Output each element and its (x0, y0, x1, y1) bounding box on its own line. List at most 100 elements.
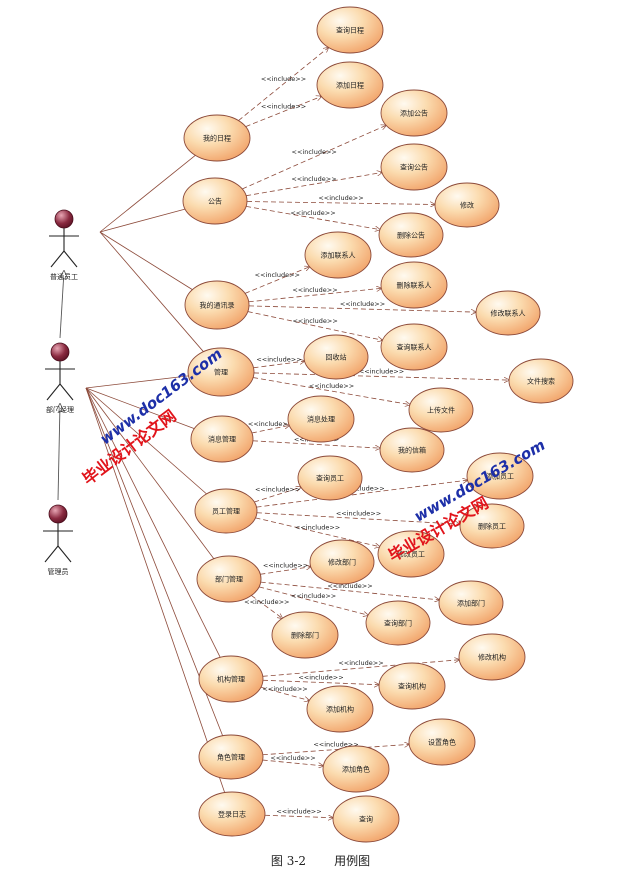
actor-leg-right (63, 250, 78, 268)
use-case-label: 设置角色 (428, 738, 456, 747)
use-case-ellipse (438, 580, 504, 626)
actor-label: 普通员工 (50, 272, 78, 281)
use-case-org_mgmt: 机构管理 (198, 655, 264, 703)
use-case-label: 文件搜索 (527, 377, 555, 386)
include-label: <<include>> (339, 485, 384, 493)
include-label: <<include>> (270, 754, 315, 762)
use-case-ellipse (287, 395, 355, 443)
use-case-add_schedule: 添加日程 (316, 61, 384, 109)
use-case-ellipse (380, 261, 448, 309)
include-label: <<include>> (292, 317, 337, 325)
use-case-ellipse (316, 6, 384, 54)
use-case-my_messages: 我的信箱 (379, 427, 445, 473)
use-case-label: 部门管理 (215, 575, 243, 584)
include-label: <<include>> (255, 271, 300, 279)
association-dept_manager-msg_mgmt (85, 387, 195, 429)
include-label: <<include>> (336, 509, 381, 517)
include-file_mgmt-recycle_bin (253, 361, 304, 369)
include-label: <<include>> (244, 598, 289, 606)
actor-admin: 管理员 (43, 504, 73, 576)
use-case-set_role: 设置角色 (408, 718, 476, 766)
use-case-label: 查询联系人 (397, 343, 432, 352)
use-case-ellipse (459, 503, 525, 549)
use-case-label: 查询部门 (384, 619, 412, 628)
use-case-ellipse (378, 662, 446, 710)
use-case-ellipse (332, 795, 400, 843)
include-contacts-add_contact (244, 267, 310, 294)
include-org_mgmt-modify_org (262, 660, 459, 677)
use-case-label: 添加联系人 (321, 251, 356, 260)
use-case-ellipse (408, 387, 474, 433)
use-case-query_notice: 查询公告 (380, 143, 448, 191)
association-staff-my_schedule (99, 155, 196, 233)
use-case-ellipse (304, 231, 372, 279)
use-case-ellipse (194, 488, 258, 534)
use-case-my_schedule: 我的日程 (183, 114, 251, 162)
use-case-label: 添加员工 (486, 472, 514, 481)
use-case-ellipse (466, 452, 534, 500)
use-case-delete_notice: 删除公告 (378, 212, 444, 258)
use-case-ellipse (377, 530, 445, 578)
use-case-msg_mgmt: 消息管理 (190, 415, 254, 463)
include-msg_mgmt-my_messages (252, 440, 380, 448)
use-case-delete_dept: 删除部门 (271, 611, 339, 659)
actor-leg-right (57, 545, 72, 563)
use-case-label: 添加部门 (457, 599, 485, 608)
use-case-label: 删除公告 (397, 231, 425, 240)
use-case-label: 我的信箱 (398, 446, 426, 455)
association-dept_manager-dept_mgmt (85, 387, 215, 559)
use-case-modify_org: 修改机构 (458, 633, 526, 681)
use-case-ellipse (198, 655, 264, 703)
use-case-ellipse (187, 347, 255, 397)
include-label: <<include>> (292, 148, 337, 156)
use-case-login_log: 登录日志 (198, 791, 266, 837)
association-staff-notice (99, 208, 186, 233)
include-file_mgmt-upload_file (253, 377, 410, 405)
include-dept_mgmt-modify_dept (260, 567, 310, 575)
include-dept_mgmt-query_dept (258, 586, 368, 615)
generalization-admin-dept_manager (58, 404, 60, 501)
use-case-label: 修改员工 (397, 550, 425, 559)
use-case-label: 我的日程 (203, 134, 231, 143)
use-case-ellipse (196, 555, 262, 603)
include-label: <<include>> (291, 175, 336, 183)
use-case-label: 消息管理 (208, 435, 236, 444)
use-case-recycle_bin: 回收站 (303, 334, 369, 380)
use-case-label: 查询 (359, 815, 373, 824)
include-notice-query_notice (246, 172, 382, 197)
use-case-query_org: 查询机构 (378, 662, 446, 710)
include-label: <<include>> (262, 685, 307, 693)
use-case-label: 修改机构 (478, 653, 506, 662)
use-case-label: 管理 (214, 368, 228, 377)
use-cases-layer: 我的日程公告我的通讯录管理消息管理员工管理部门管理机构管理角色管理登录日志查询日… (182, 6, 574, 843)
use-case-notice: 公告 (182, 177, 248, 225)
include-label: <<include>> (263, 561, 308, 569)
include-labels-layer: <<include>><<include>><<include>><<inclu… (244, 75, 404, 815)
include-msg_mgmt-msg_process (251, 425, 289, 434)
use-case-ellipse (316, 61, 384, 109)
use-case-label: 查询公告 (400, 163, 428, 172)
use-case-label: 删除员工 (478, 522, 506, 531)
use-case-label: 修改部门 (328, 558, 356, 567)
include-label: <<include>> (340, 300, 385, 308)
use-case-label: 添加角色 (342, 765, 370, 774)
include-label: <<include>> (291, 592, 336, 600)
use-case-add_org: 添加机构 (306, 685, 374, 733)
include-label: <<include>> (290, 209, 335, 217)
use-case-label: 添加公告 (400, 109, 428, 118)
include-org_mgmt-query_org (262, 679, 379, 684)
include-role_mgmt-set_role (262, 744, 409, 756)
association-dept_manager-file_mgmt (85, 375, 189, 389)
use-case-add_role: 添加角色 (322, 745, 390, 793)
include-label: <<include>> (261, 75, 306, 83)
use-case-label: 删除部门 (291, 631, 319, 640)
actor-leg-left (50, 250, 65, 268)
include-org_mgmt-add_org (260, 686, 309, 700)
use-case-ellipse (458, 633, 526, 681)
include-label: <<include>> (295, 523, 340, 531)
include-role_mgmt-add_role (262, 759, 324, 766)
use-case-label: 上传文件 (427, 406, 455, 415)
include-contacts-query_contact (247, 311, 383, 341)
include-label: <<include>> (256, 355, 301, 363)
